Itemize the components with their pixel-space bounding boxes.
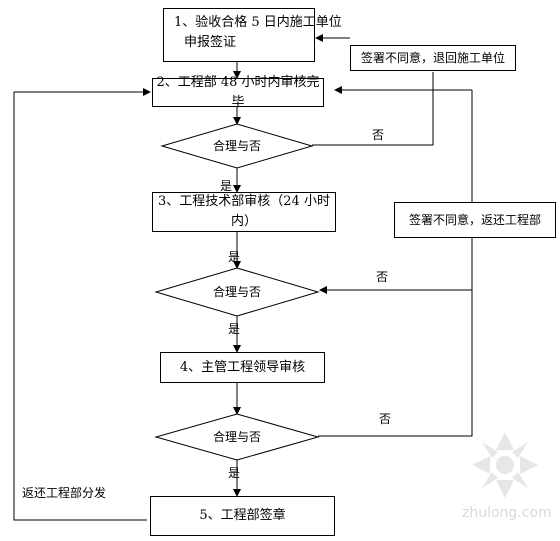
decision1-diamond	[160, 123, 314, 169]
return-engineering-text: 签署不同意，返还工程部	[408, 213, 541, 227]
step1-line2: 申报签证	[184, 35, 237, 50]
yes-label-2: 是	[228, 250, 241, 264]
step2-box: 2、工程部 48 小时内审核完毕	[152, 75, 324, 110]
step5-box: 5、工程部签章	[150, 496, 335, 536]
reject-contractor-note: 签署不同意，退回施工单位	[350, 45, 516, 71]
step3-box: 3、工程技术部审核（24 小时内）	[152, 192, 336, 232]
zhulong-logo-icon	[472, 432, 538, 498]
return-loop-left	[13, 92, 147, 521]
watermark-text: zhulong.com	[462, 505, 552, 521]
step3-label: 3、工程技术部审核（24 小时内）	[158, 194, 330, 229]
yes-label-4: 是	[228, 466, 241, 480]
yes-label-3: 是	[228, 322, 241, 336]
decision2-label: 合理与否	[212, 285, 261, 299]
step1-box: 1、验收合格 5 日内施工单位 申报签证	[163, 8, 342, 62]
step2-label: 2、工程部 48 小时内审核完毕	[156, 74, 320, 110]
reject-contractor-text: 签署不同意，退回施工单位	[360, 51, 505, 65]
decision1-label: 合理与否	[212, 139, 261, 153]
return-engineering-note: 签署不同意，返还工程部	[394, 202, 556, 238]
step4-box: 4、主管工程领导审核	[160, 352, 325, 383]
step1-line1: 1、验收合格 5 日内施工单位	[174, 15, 342, 30]
return-bus	[318, 90, 473, 437]
return-distribute-label: 返还工程部分发	[22, 486, 107, 500]
no-label-2: 否	[376, 270, 389, 284]
yes-label-1: 是	[220, 179, 233, 193]
reject-path-1	[312, 72, 434, 146]
decision2-diamond	[154, 267, 320, 317]
decision3-diamond	[154, 413, 320, 461]
no-label-3: 否	[379, 412, 392, 426]
no-label-1: 否	[372, 128, 385, 142]
decision3-label: 合理与否	[212, 430, 261, 444]
step5-label: 5、工程部签章	[199, 508, 286, 523]
step4-label: 4、主管工程领导审核	[179, 359, 306, 375]
